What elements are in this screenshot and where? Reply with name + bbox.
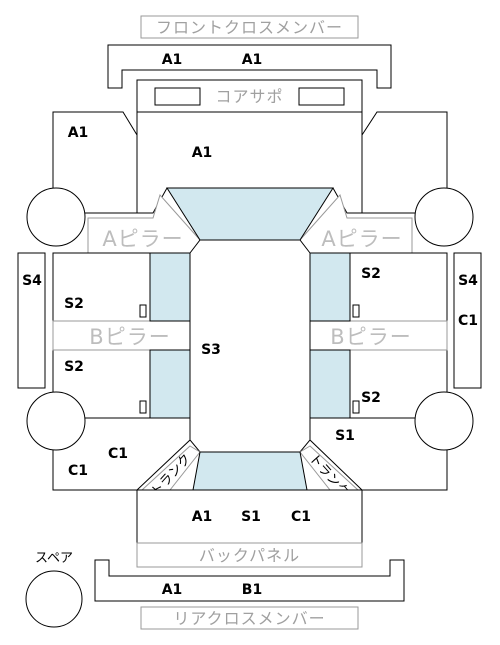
right-rear-window (309, 349, 351, 419)
hood-code: A1 (192, 145, 213, 161)
rear-center-code: S1 (241, 509, 261, 525)
front-cross-member: フロントクロスメンバー (140, 15, 359, 39)
right-upper-door-code: S2 (361, 266, 381, 282)
left-rear-window (149, 349, 191, 419)
b-pillar-area: Bピラー Bピラー (52, 320, 448, 351)
rear-left-code: A1 (192, 509, 213, 525)
right-side-bottom-code: C1 (458, 313, 478, 329)
b-pillar-right-label: Bピラー (330, 325, 411, 349)
right-lower-door-code: S2 (361, 390, 381, 406)
back-panel-label: バックパネル (199, 546, 300, 565)
right-side-top-code: S4 (458, 273, 478, 289)
rear-right-code: C1 (291, 509, 311, 525)
rear-cross-member-label: リアクロスメンバー (173, 609, 325, 628)
left-front-window (149, 252, 191, 322)
right-fender-panel (361, 111, 448, 214)
a-pillar-left-label: Aピラー (102, 227, 183, 251)
left-side-strip (17, 252, 46, 389)
front-bumper-panel (107, 44, 392, 89)
b-pillar-left-label: Bピラー (89, 325, 170, 349)
core-support: コアサポ (136, 79, 363, 113)
left-rear-quarter-outer-code: C1 (68, 463, 88, 479)
left-fender-code: A1 (68, 125, 89, 141)
left-rear-quarter-inner-code: C1 (108, 446, 128, 462)
front-right-wheel (414, 187, 474, 247)
core-support-label: コアサポ (215, 87, 283, 106)
back-panel: バックパネル (136, 542, 363, 568)
right-rear-quarter-code: S1 (335, 428, 355, 444)
left-upper-door-code: S2 (64, 296, 84, 312)
rear-member-left-code: A1 (162, 582, 183, 598)
left-upper-door-handle (139, 304, 147, 318)
a-pillar-right-label: Aピラー (321, 227, 402, 251)
left-rear-quarter (52, 417, 191, 491)
front-member-left-code: A1 (162, 52, 183, 68)
front-member-right-code: A1 (242, 52, 263, 68)
roof-code: S3 (201, 342, 221, 358)
spare-wheel-icon (25, 570, 83, 628)
right-upper-door (349, 252, 448, 322)
left-side-code: S4 (22, 273, 42, 289)
right-side-strip (453, 252, 482, 389)
rear-cross-member: リアクロスメンバー (140, 606, 359, 630)
spare-tire: スペア (25, 551, 83, 628)
right-front-window (309, 252, 351, 322)
rear-left-wheel (26, 391, 86, 451)
a-pillar-area: Aピラー Aピラー (87, 194, 413, 254)
left-lower-door-handle (139, 400, 147, 414)
rear-panel (136, 489, 363, 544)
front-left-wheel (26, 187, 86, 247)
rear-right-wheel (414, 391, 474, 451)
left-upper-door (52, 252, 151, 322)
left-lower-door-code: S2 (64, 359, 84, 375)
front-cross-member-label: フロントクロスメンバー (156, 18, 343, 37)
rear-member-right-code: B1 (242, 582, 262, 598)
spare-label: スペア (35, 551, 73, 566)
rear-window (192, 451, 308, 491)
rear-bumper-panel (94, 559, 405, 602)
right-lower-door-handle (352, 400, 360, 414)
right-upper-door-handle (352, 304, 360, 318)
